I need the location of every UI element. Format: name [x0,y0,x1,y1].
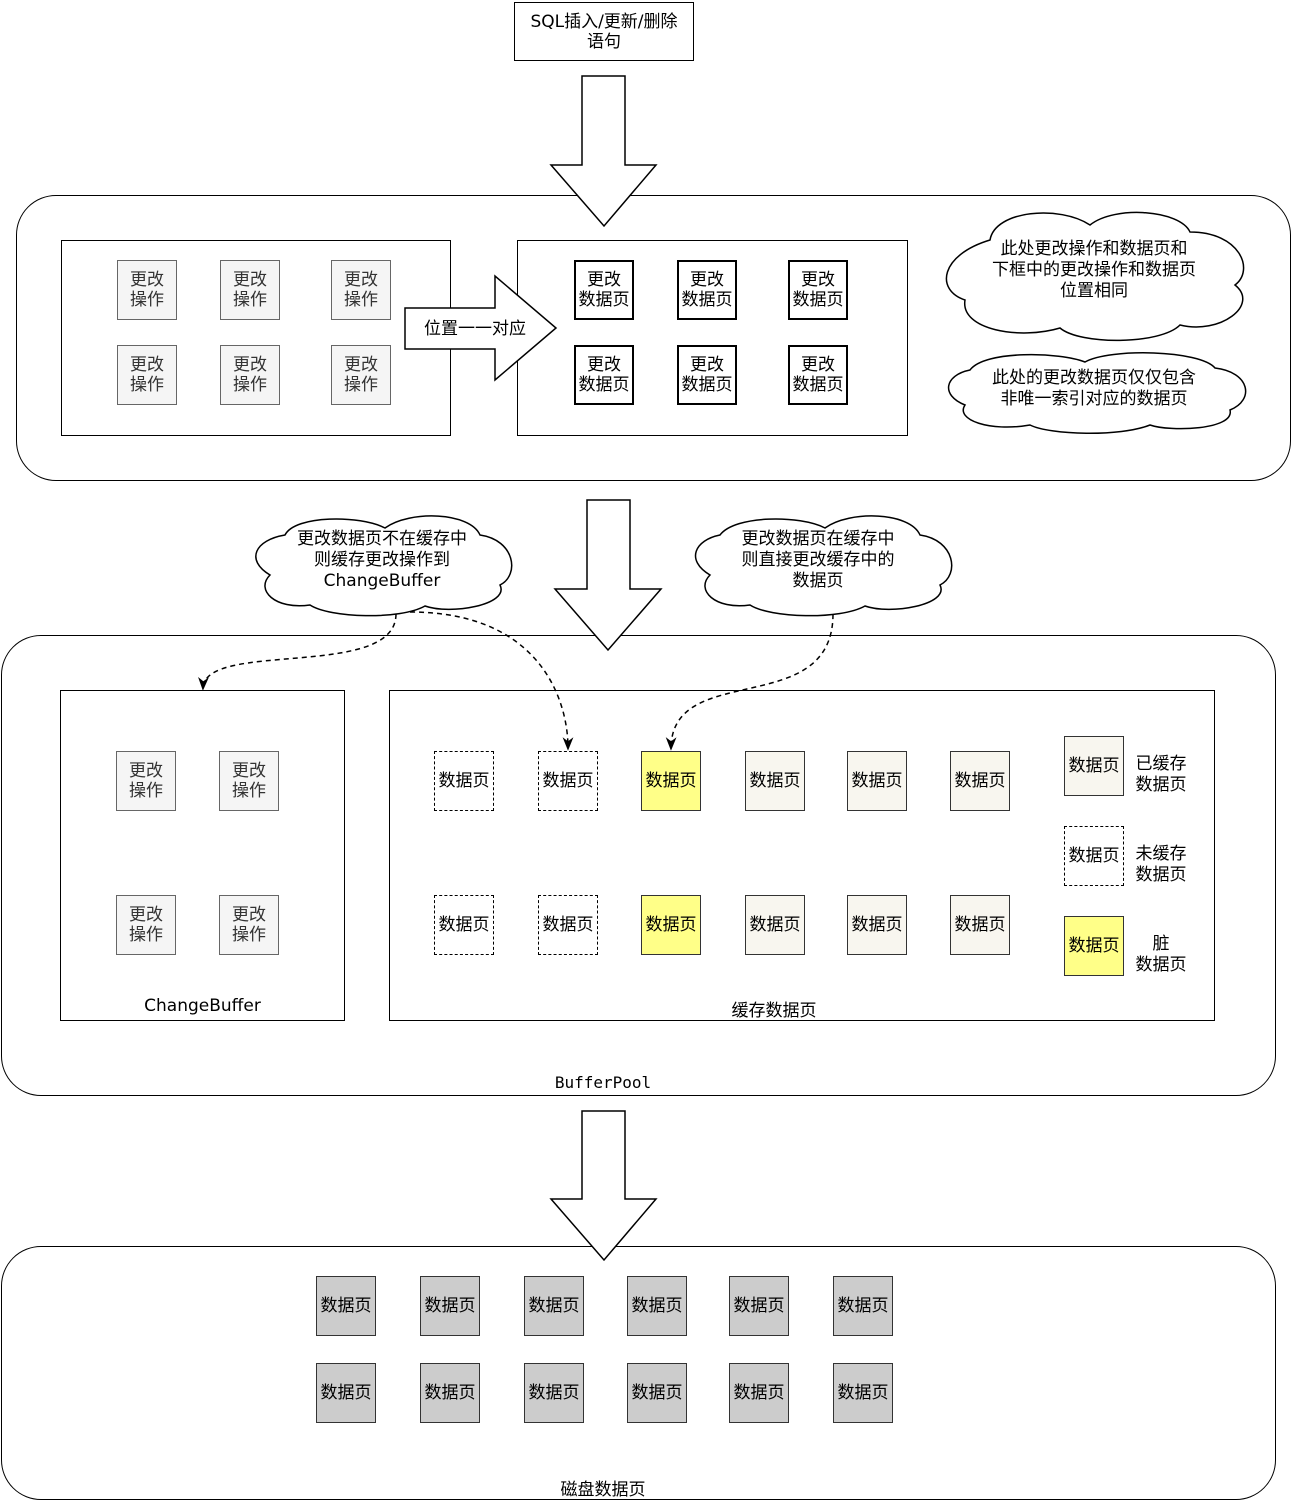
change-page-3: 更改 数据页 [788,260,848,320]
legend-cached-label: 已缓存 数据页 [1135,754,1187,795]
legend-dirty-label: 脏 数据页 [1135,934,1187,975]
cache-page-uncached-8: 数据页 [538,895,598,955]
disk-page-5: 数据页 [729,1276,789,1336]
disk-page-7: 数据页 [316,1363,376,1423]
disk-page-4: 数据页 [627,1276,687,1336]
buffered-change-op-2: 更改 操作 [219,751,279,811]
change-buffer-frame [60,690,345,1021]
sql-statement-box: SQL插入/更新/删除 语句 [514,2,694,61]
disk-page-8: 数据页 [420,1363,480,1423]
cache-page-cached-12: 数据页 [950,895,1010,955]
change-page-2: 更改 数据页 [677,260,737,320]
not-cached-cloud-text: 更改数据页不在缓存中 则缓存更改操作到 ChangeBuffer [297,528,467,591]
cache-page-uncached-7: 数据页 [434,895,494,955]
change-page-6: 更改 数据页 [788,345,848,405]
change-op-3: 更改 操作 [331,260,391,320]
buffered-change-op-4: 更改 操作 [219,895,279,955]
disk-page-10: 数据页 [627,1363,687,1423]
cache-page-cached-4: 数据页 [745,751,805,811]
buffer-pool-title: BufferPool [554,1073,652,1092]
disk-title: 磁盘数据页 [560,1480,646,1500]
change-op-5: 更改 操作 [220,345,280,405]
legend-uncached-swatch: 数据页 [1064,826,1124,886]
change-page-4: 更改 数据页 [574,345,634,405]
note-1-text: 此处更改操作和数据页和 下框中的更改操作和数据页 位置相同 [992,238,1196,301]
change-op-1: 更改 操作 [117,260,177,320]
disk-page-6: 数据页 [833,1276,893,1336]
change-op-6: 更改 操作 [331,345,391,405]
cache-page-uncached-1: 数据页 [434,751,494,811]
disk-page-1: 数据页 [316,1276,376,1336]
buffered-change-op-3: 更改 操作 [116,895,176,955]
cache-page-dirty-9: 数据页 [641,895,701,955]
mapping-arrow-label: 位置一一对应 [424,318,526,339]
note-2-text: 此处的更改数据页仅仅包含 非唯一索引对应的数据页 [992,368,1196,409]
change-page-1: 更改 数据页 [574,260,634,320]
cached-cloud-text: 更改数据页在缓存中 则直接更改缓存中的 数据页 [741,528,895,591]
legend-dirty-swatch: 数据页 [1064,916,1124,976]
change-op-4: 更改 操作 [117,345,177,405]
change-buffer-title: ChangeBuffer [144,996,261,1016]
cache-page-cached-5: 数据页 [847,751,907,811]
cache-page-cached-10: 数据页 [745,895,805,955]
legend-uncached-label: 未缓存 数据页 [1135,844,1187,885]
legend-cached-swatch: 数据页 [1064,736,1124,796]
change-op-2: 更改 操作 [220,260,280,320]
cache-page-cached-6: 数据页 [950,751,1010,811]
buffered-change-op-1: 更改 操作 [116,751,176,811]
disk-page-11: 数据页 [729,1363,789,1423]
disk-page-3: 数据页 [524,1276,584,1336]
cache-page-dirty-3: 数据页 [641,751,701,811]
cache-page-cached-11: 数据页 [847,895,907,955]
disk-page-2: 数据页 [420,1276,480,1336]
change-page-5: 更改 数据页 [677,345,737,405]
disk-page-9: 数据页 [524,1363,584,1423]
cache-page-uncached-2: 数据页 [538,751,598,811]
disk-page-12: 数据页 [833,1363,893,1423]
cache-pages-title: 缓存数据页 [731,1001,817,1021]
